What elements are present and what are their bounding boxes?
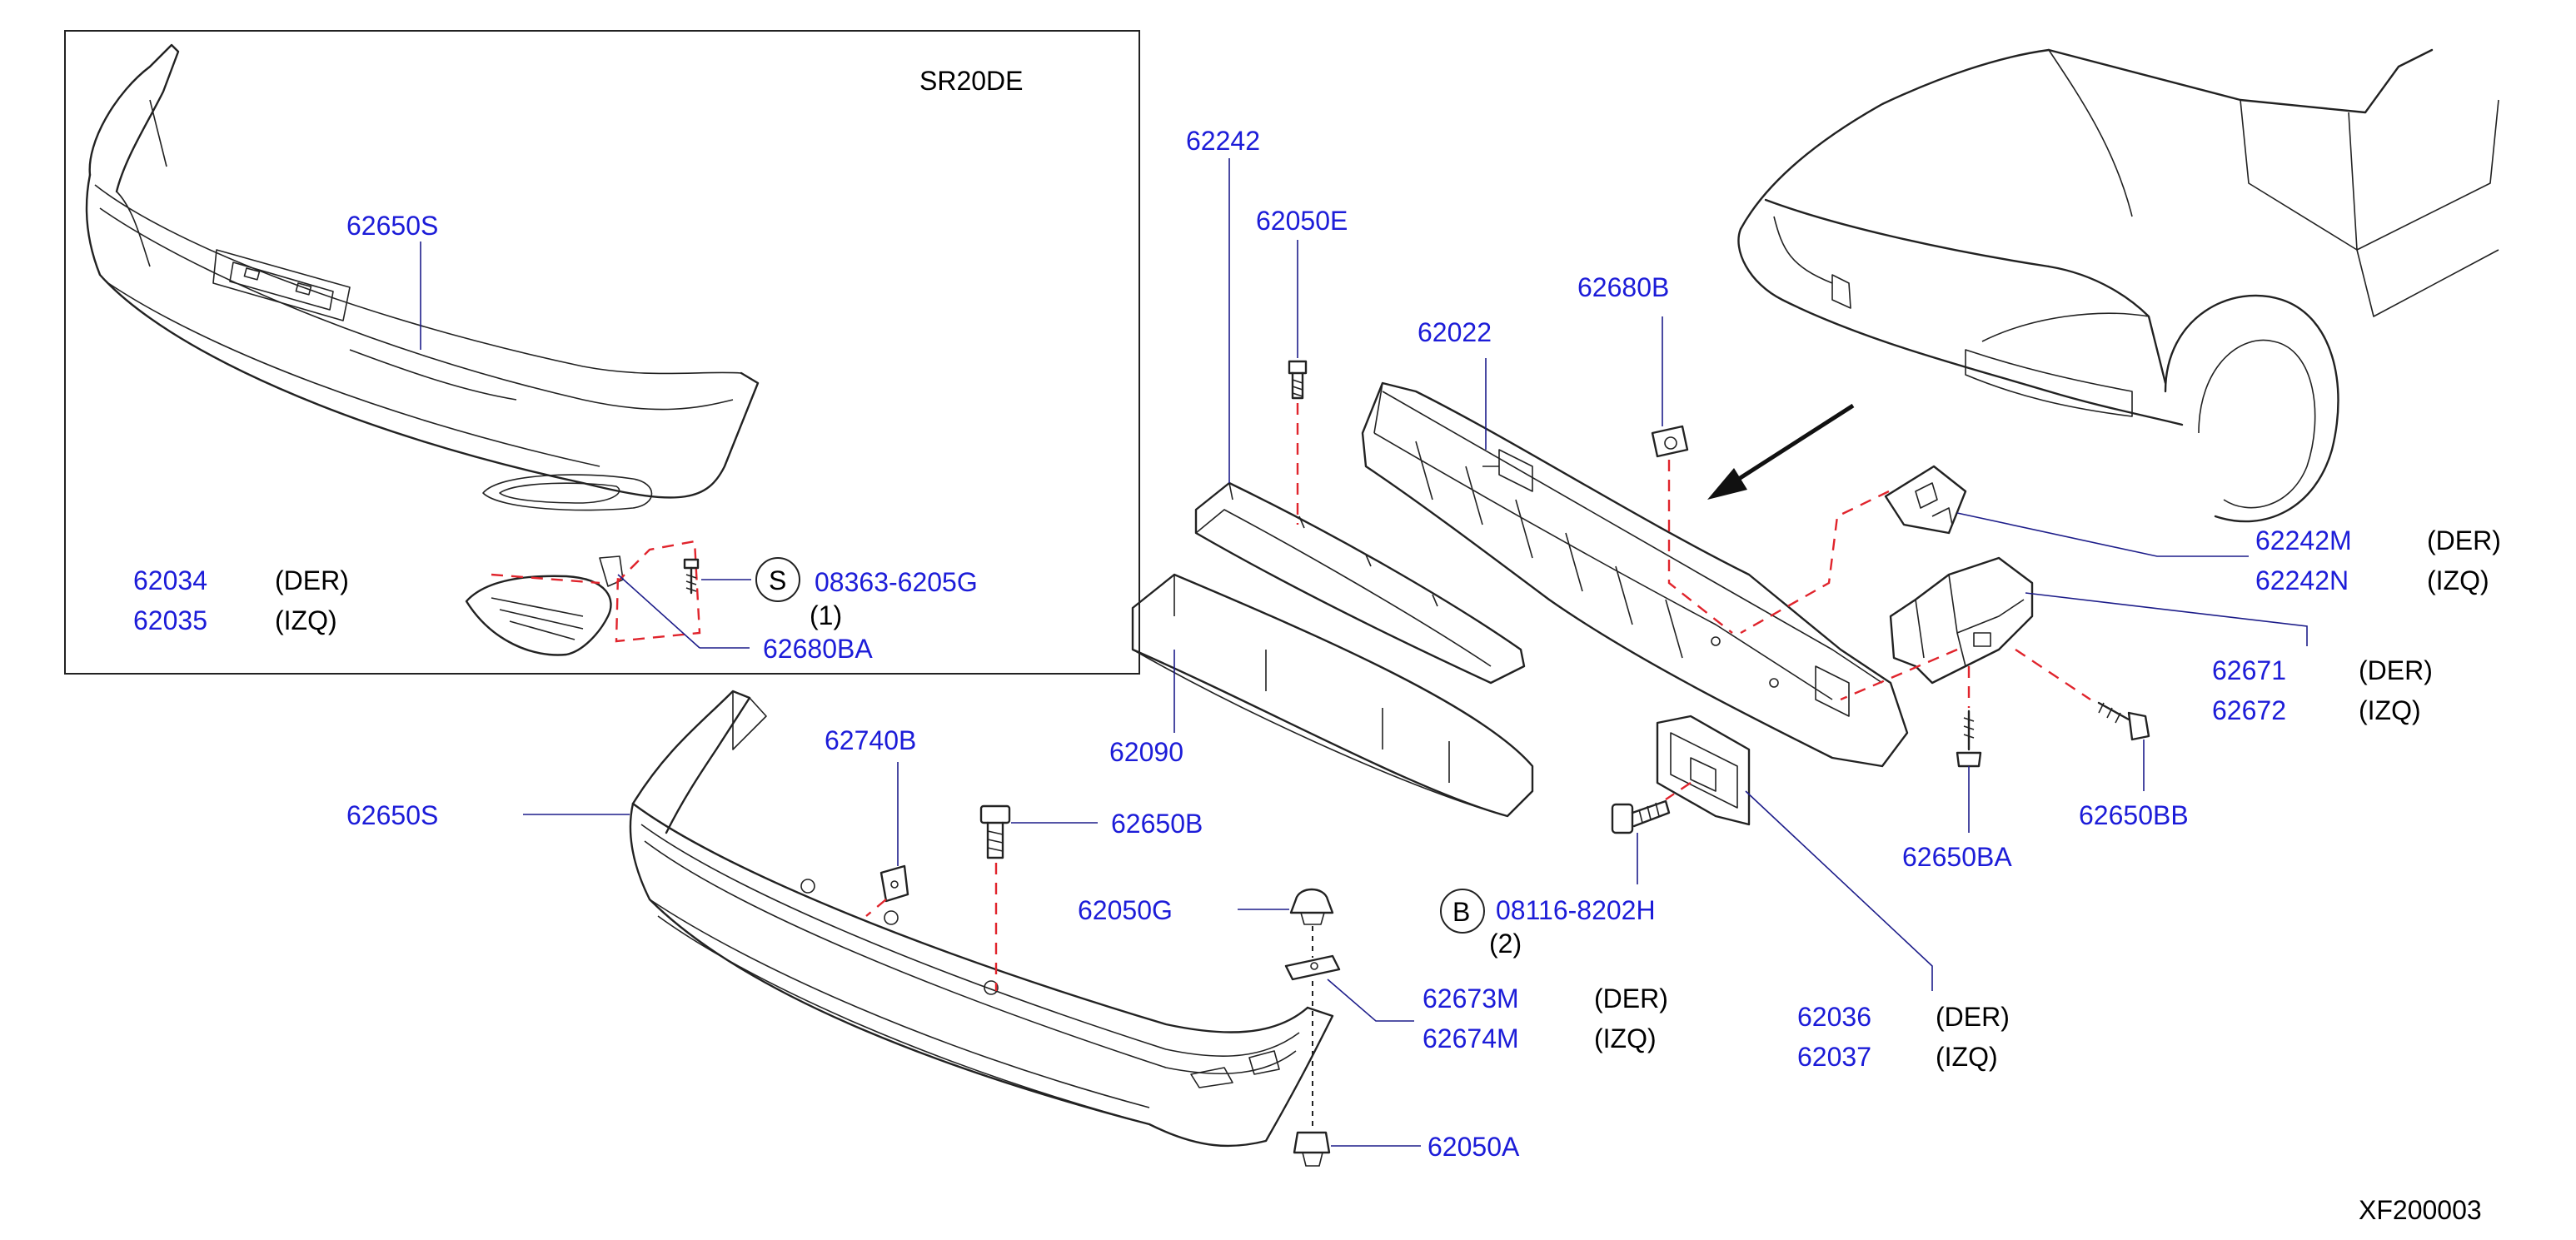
bolt-62650B-icon: [979, 804, 1011, 859]
side-62037: (IZQ): [1936, 1042, 1998, 1072]
part-62650BA: 62650BA: [1902, 842, 2012, 872]
bumper-cover-drawing: [629, 690, 1334, 1148]
clip-62050G-icon: [1289, 888, 1334, 925]
leader-62671: [2025, 592, 2308, 646]
part-62050E: 62050E: [1256, 206, 1348, 236]
part-62242: 62242: [1186, 126, 1260, 156]
inset-fog-lamp-cover: [465, 555, 624, 656]
b-symbol: B: [1452, 897, 1470, 927]
part-62680BA: 62680BA: [763, 634, 873, 664]
part-62090: 62090: [1109, 737, 1183, 767]
part-62242N: 62242N: [2255, 565, 2349, 595]
inset-bumper-drawing: [85, 43, 760, 511]
bracket-62242M-icon: [1884, 465, 1967, 535]
part-62650BB: 62650BB: [2079, 800, 2189, 830]
part-08363: 08363-6205G: [815, 567, 978, 597]
part-62673M: 62673M: [1423, 984, 1519, 1013]
bolt-62050E-icon: [1288, 360, 1308, 400]
side-62671: (DER): [2359, 655, 2433, 685]
side-62674M: (IZQ): [1594, 1023, 1657, 1053]
qty-08363: (1): [810, 600, 842, 630]
qty-08116: (2): [1489, 929, 1522, 959]
inset-dashed-fit: [491, 540, 701, 643]
part-62650S: 62650S: [346, 800, 438, 830]
s-symbol: S: [769, 565, 786, 595]
part-62050G: 62050G: [1078, 895, 1173, 925]
leader-62036: [1745, 790, 1933, 991]
clip-62680B-icon: [1651, 425, 1689, 458]
side-62673M: (DER): [1594, 984, 1668, 1013]
upper-bracket-62242-drawing: [1194, 481, 1526, 685]
energy-absorber-62090-drawing: [1131, 573, 1534, 818]
side-62035: (IZQ): [275, 605, 337, 635]
s-symbol-circle: [755, 557, 800, 602]
part-62022: 62022: [1418, 317, 1492, 347]
side-62242N: (IZQ): [2427, 565, 2489, 595]
part-62672: 62672: [2212, 695, 2286, 725]
part-62674M: 62674M: [1423, 1023, 1519, 1053]
inset-frame: [64, 30, 1140, 675]
part-62671: 62671: [2212, 655, 2286, 685]
direction-arrow-icon: [1707, 403, 1855, 500]
clip-62050A-icon: [1293, 1131, 1331, 1167]
engine-label: SR20DE: [919, 66, 1024, 96]
part-62242M: 62242M: [2255, 525, 2352, 555]
bracket-62673M-icon: [1284, 954, 1341, 981]
part-62037: 62037: [1797, 1042, 1871, 1072]
part-62036: 62036: [1797, 1002, 1871, 1032]
bolt-62650BA-icon: [1956, 710, 1982, 768]
b-symbol-circle: [1440, 889, 1485, 934]
screw-icon: [683, 558, 700, 595]
side-62242M: (DER): [2427, 525, 2501, 555]
bolt-08116-icon: [1611, 799, 1671, 834]
leader-62242M: [1956, 512, 2249, 557]
part-62035: 62035: [133, 605, 207, 635]
reinforcement-62022-drawing: [1361, 381, 1909, 768]
leader-62680BA: [617, 574, 700, 649]
part-62740B: 62740B: [825, 725, 916, 755]
part-62650B: 62650B: [1111, 809, 1203, 839]
side-62672: (IZQ): [2359, 695, 2421, 725]
part-08116: 08116-8202H: [1496, 895, 1656, 925]
part-62050A: 62050A: [1428, 1132, 1520, 1162]
part-62034: 62034: [133, 565, 207, 595]
bolt-62650BB-icon: [2097, 701, 2150, 741]
part-62650S-inset: 62650S: [346, 211, 438, 241]
clip-62740B-icon: [879, 864, 909, 903]
side-62034: (DER): [275, 565, 349, 595]
part-62680B: 62680B: [1577, 272, 1669, 302]
car-front-drawing: [1737, 48, 2499, 523]
side-62036: (DER): [1936, 1002, 2010, 1032]
bracket-62671-drawing: [1889, 556, 2034, 685]
diagram-code: XF200003: [2359, 1195, 2482, 1225]
bracket-62036-drawing: [1656, 715, 1751, 826]
leader-62673M: [1327, 979, 1414, 1022]
